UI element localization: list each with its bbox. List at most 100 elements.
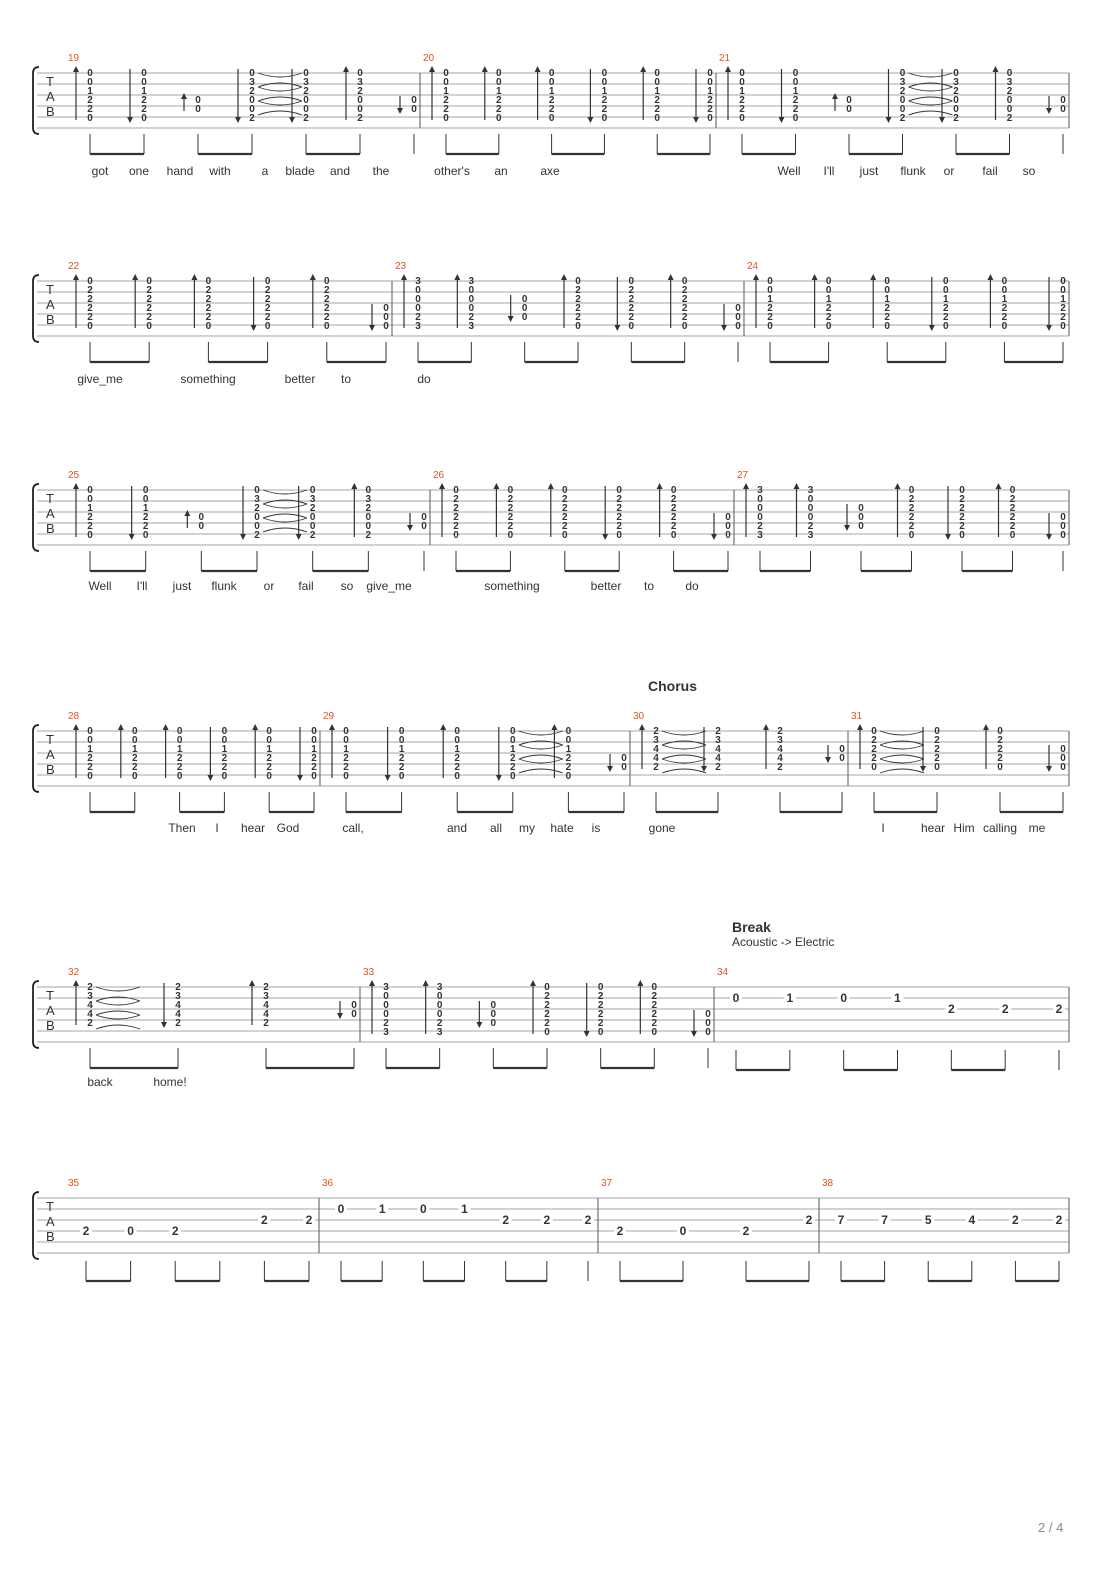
fret-number: 0 bbox=[808, 494, 814, 505]
fret-number: 0 bbox=[566, 735, 572, 746]
fret-number: 1 bbox=[496, 86, 502, 97]
lyric-word: and bbox=[329, 164, 351, 178]
fret-number: 2 bbox=[206, 285, 212, 296]
strum-up-arrowhead bbox=[369, 980, 375, 986]
fret-number: 2 bbox=[146, 294, 152, 305]
measure-number: 30 bbox=[633, 711, 645, 722]
fret-backdrop bbox=[582, 1213, 594, 1226]
fret-number: 2 bbox=[87, 1018, 93, 1029]
fret-number: 3 bbox=[715, 735, 721, 746]
fret-number: 2 bbox=[544, 1000, 550, 1011]
fret-number: 2 bbox=[222, 762, 228, 773]
fret-number: 0 bbox=[943, 321, 949, 332]
tab-clef-letter: A bbox=[46, 1214, 55, 1229]
fret-number: 2 bbox=[671, 521, 677, 532]
strum-up-arrowhead bbox=[73, 66, 79, 72]
fret-number: 2 bbox=[549, 104, 555, 115]
fret-number: 0 bbox=[616, 530, 622, 541]
lyric-word: axe bbox=[540, 164, 560, 178]
fret-number: 2 bbox=[959, 503, 965, 514]
tie-arc bbox=[879, 730, 925, 736]
fret-number: 0 bbox=[705, 1009, 711, 1020]
tab-clef-letter: B bbox=[46, 762, 55, 777]
lyric-word: Well bbox=[777, 164, 801, 178]
strum-up-arrowhead bbox=[73, 724, 79, 730]
strum-down-arrowhead bbox=[369, 325, 375, 331]
fret-number: 2 bbox=[1007, 113, 1013, 124]
fret-number: 2 bbox=[254, 530, 260, 541]
lyric-word: do bbox=[685, 579, 699, 593]
tie-arc bbox=[262, 489, 308, 495]
fret-number: 0 bbox=[383, 1000, 389, 1011]
lyric-word: so bbox=[340, 579, 354, 593]
strum-up-arrowhead bbox=[162, 724, 169, 730]
fret-number: 0 bbox=[735, 321, 741, 332]
fret-number: 2 bbox=[543, 1213, 550, 1227]
fret-number: 2 bbox=[909, 503, 915, 514]
measure-number: 37 bbox=[601, 1178, 613, 1189]
fret-number: 2 bbox=[757, 521, 763, 532]
lyric-word: calling bbox=[982, 821, 1018, 835]
fret-number: 0 bbox=[415, 303, 421, 314]
fret-number: 0 bbox=[953, 104, 959, 115]
fret-number: 2 bbox=[739, 95, 745, 106]
fret-number: 3 bbox=[437, 982, 443, 993]
measure-number: 38 bbox=[822, 1178, 834, 1189]
fret-number: 0 bbox=[141, 68, 147, 79]
fret-number: 0 bbox=[254, 512, 260, 523]
lyric-word: got bbox=[91, 164, 109, 178]
fret-number: 2 bbox=[263, 982, 269, 993]
fret-number: 0 bbox=[652, 1027, 658, 1038]
strum-up-arrowhead bbox=[561, 274, 567, 280]
fret-number: 2 bbox=[682, 285, 688, 296]
fret-number: 4 bbox=[263, 1009, 269, 1020]
fret-number: 3 bbox=[777, 735, 783, 746]
fret-number: 2 bbox=[453, 521, 459, 532]
fret-number: 0 bbox=[195, 95, 201, 106]
fret-number: 1 bbox=[141, 86, 147, 97]
fret-number: 2 bbox=[383, 1018, 389, 1029]
strum-down-arrowhead bbox=[1046, 766, 1052, 772]
tie-arc bbox=[95, 1014, 141, 1020]
strum-down-arrowhead bbox=[701, 766, 707, 772]
fret-number: 0 bbox=[602, 68, 608, 79]
fret-backdrop bbox=[999, 1002, 1012, 1015]
fret-number: 2 bbox=[87, 982, 93, 993]
strum-down-arrowhead bbox=[397, 108, 403, 114]
strum-down-arrowhead bbox=[928, 325, 935, 331]
tab-clef-letter: A bbox=[46, 1003, 55, 1018]
fret-number: 3 bbox=[383, 982, 389, 993]
fret-number: 0 bbox=[87, 276, 93, 287]
tab-clef-letter: B bbox=[46, 312, 55, 327]
fret-number: 0 bbox=[522, 312, 528, 323]
lyric-word: to bbox=[643, 579, 655, 593]
tie-arc bbox=[257, 86, 303, 92]
lyric-word: with bbox=[209, 164, 231, 178]
lyric-word: or bbox=[263, 579, 275, 593]
fret-number: 2 bbox=[266, 762, 272, 773]
system-bracket bbox=[32, 66, 40, 135]
fret-number: 0 bbox=[324, 276, 330, 287]
lyric-word: to bbox=[340, 372, 352, 386]
lyric-word: hear bbox=[920, 821, 946, 835]
fret-number: 2 bbox=[1010, 503, 1016, 514]
fret-number: 2 bbox=[141, 95, 147, 106]
fret-number: 0 bbox=[900, 95, 906, 106]
strum-up-arrowhead bbox=[811, 274, 818, 280]
tie-arc bbox=[908, 82, 953, 88]
tab-clef-letter: T bbox=[46, 1199, 54, 1214]
strum-down-arrowhead bbox=[289, 117, 295, 123]
fret-number: 0 bbox=[671, 485, 677, 496]
strum-down-arrowhead bbox=[337, 1013, 343, 1019]
fret-number: 2 bbox=[306, 1213, 313, 1227]
tie-arc bbox=[518, 768, 563, 774]
fret-number: 0 bbox=[943, 276, 949, 287]
strum-up-arrowhead bbox=[309, 274, 316, 280]
lyric-word: other's bbox=[434, 164, 470, 178]
fret-number: 0 bbox=[549, 77, 555, 88]
fret-number: 2 bbox=[767, 312, 773, 323]
fret-number: 0 bbox=[757, 494, 763, 505]
strum-down-arrowhead bbox=[711, 534, 717, 540]
section-title-break: Break bbox=[732, 919, 771, 935]
strum-up-arrowhead bbox=[983, 724, 989, 730]
